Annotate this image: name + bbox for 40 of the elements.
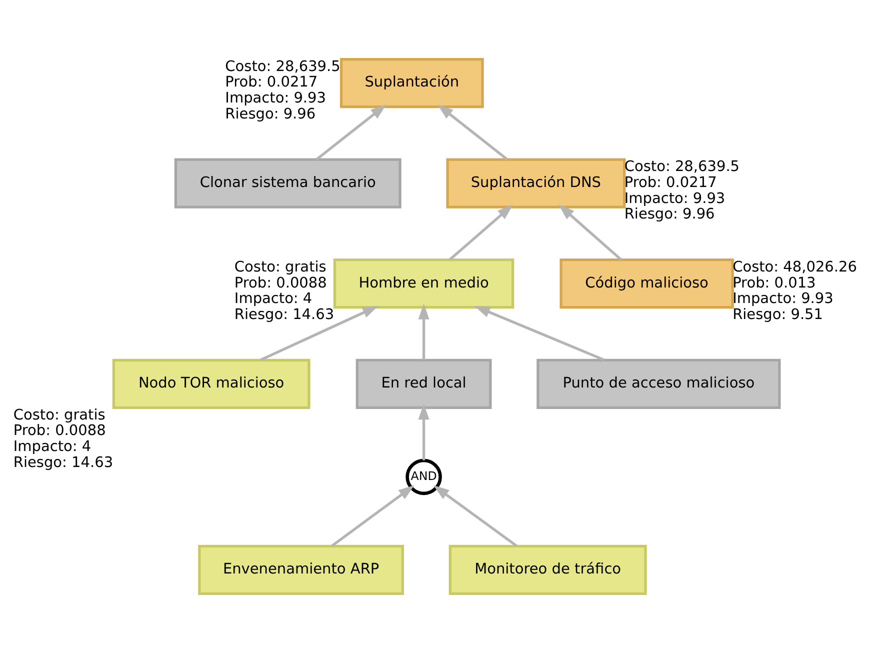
- node-circle: AND: [406, 458, 442, 496]
- node-label: Prob: 0.0088: [13, 423, 106, 440]
- arrow: [474, 306, 605, 362]
- node-label: Costo: 28,639.5: [225, 58, 340, 75]
- node-label: Prob: 0.0217: [624, 175, 717, 192]
- arrow: [437, 104, 508, 160]
- node-label: Riesgo: 14.63: [13, 454, 114, 471]
- node-box: Nodo TOR malicioso: [112, 358, 310, 409]
- node-label: Impacto: 9.93: [732, 291, 834, 308]
- arrow: [331, 485, 414, 547]
- node-label: Costo: gratis: [234, 259, 326, 276]
- node-label: Riesgo: 14.63: [234, 306, 334, 323]
- node-label: Riesgo: 9.96: [624, 206, 715, 223]
- node-label: Impacto: 9.93: [624, 190, 726, 207]
- node-label: Impacto: 4: [234, 291, 312, 308]
- node-box: Clonar sistema bancario: [174, 158, 402, 208]
- node-label: Impacto: 4: [13, 438, 92, 455]
- node-box: Código malicioso: [560, 258, 734, 309]
- node-box: Monitoreo de tráfico: [448, 544, 647, 596]
- node-box: Punto de acceso malicioso: [536, 358, 781, 409]
- node-box: Suplantación: [340, 58, 484, 108]
- arrow: [433, 485, 518, 547]
- arrow: [558, 204, 622, 261]
- node-label: Costo: 48,026.26: [732, 259, 857, 276]
- arrow: [418, 404, 430, 460]
- arrow: [418, 303, 430, 360]
- node-label: Impacto: 9.93: [225, 90, 326, 107]
- node-box: En red local: [356, 358, 492, 409]
- node-label: Prob: 0.0088: [234, 275, 327, 292]
- node-label: Riesgo: 9.96: [225, 106, 316, 122]
- node-label: Riesgo: 9.51: [732, 306, 824, 323]
- node-label: Prob: 0.013: [732, 275, 816, 292]
- arrow: [316, 104, 386, 160]
- arrow: [260, 306, 378, 362]
- node-box: Suplantación DNS: [446, 158, 626, 208]
- node-label: Costo: gratis: [13, 407, 106, 424]
- node-box: Envenenamiento ARP: [198, 544, 404, 596]
- node-box: Hombre en medio: [333, 258, 514, 309]
- arrow: [448, 204, 514, 261]
- node-label: Prob: 0.0217: [225, 74, 318, 91]
